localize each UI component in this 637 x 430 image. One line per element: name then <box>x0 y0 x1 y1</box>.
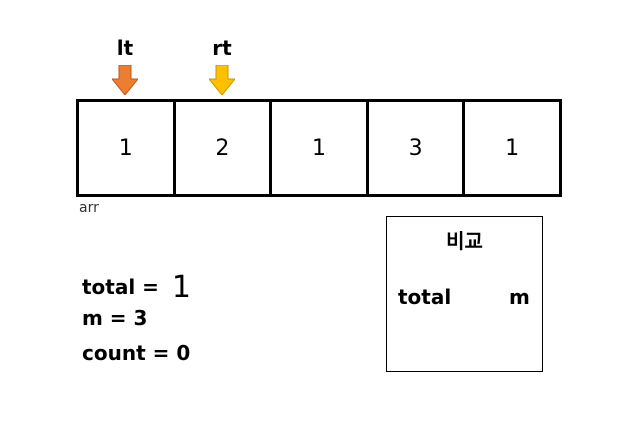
pointer-lt-arrow-icon <box>112 65 138 95</box>
array-cell: 3 <box>369 102 466 194</box>
pointer-lt-label: lt <box>116 36 134 60</box>
pointer-rt-label: rt <box>212 36 232 60</box>
pointer-rt-arrow-icon <box>209 65 235 95</box>
compare-box: 비교 total m <box>386 216 543 372</box>
total-variable: total = 1 <box>82 270 191 305</box>
compare-right-label: m <box>509 285 530 309</box>
array-cells: 1 2 1 3 1 <box>76 99 562 197</box>
m-variable: m = 3 <box>82 306 148 330</box>
array-cell: 1 <box>505 135 520 161</box>
compare-left-label: total <box>398 285 452 309</box>
count-variable: count = 0 <box>82 341 191 365</box>
compare-title: 비교 <box>446 229 483 253</box>
array-name-label: arr <box>79 200 99 216</box>
array-cell: 1 <box>79 102 176 194</box>
array-cell: 1 <box>272 102 369 194</box>
total-value: 1 <box>171 270 191 305</box>
total-label: total = <box>82 275 166 299</box>
array-cell: 2 <box>176 102 273 194</box>
